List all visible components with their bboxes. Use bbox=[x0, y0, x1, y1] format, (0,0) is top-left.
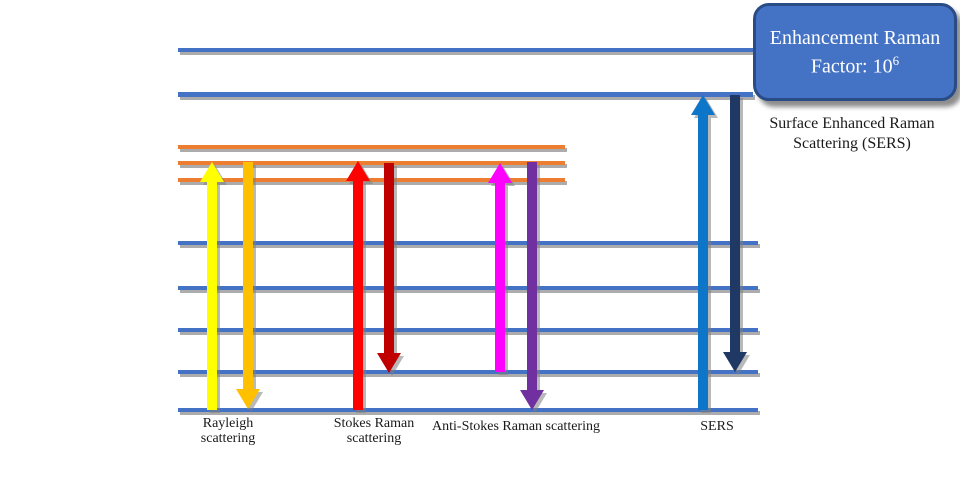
enhancement-callout: Enhancement Raman Factor: 106 bbox=[753, 3, 957, 101]
vibrational-state-3-line bbox=[178, 286, 758, 290]
stokes-emission-arrow-head bbox=[377, 353, 401, 373]
enhancement-callout-line2: Factor: 106 bbox=[810, 52, 900, 78]
stokes-excitation-arrow-shaft bbox=[353, 179, 363, 410]
sers-emission-arrow bbox=[723, 95, 747, 372]
rayleigh-emission-arrow bbox=[236, 162, 260, 409]
sers-excitation-arrow-head bbox=[691, 95, 715, 115]
vibrational-state-4-line bbox=[178, 241, 758, 245]
antistokes-excitation-arrow-shaft bbox=[495, 181, 505, 372]
rayleigh-excitation-arrow-shaft bbox=[207, 180, 217, 410]
rayleigh-excitation-arrow-head bbox=[200, 162, 224, 182]
rayleigh-excitation-arrow bbox=[200, 162, 224, 410]
antistokes-excitation-arrow-head bbox=[488, 163, 512, 183]
excited-electronic-state-lower-line bbox=[178, 91, 753, 97]
process-label-line: Anti-Stokes Raman scattering bbox=[432, 419, 600, 434]
sers-annotation-line: Surface Enhanced Raman bbox=[769, 115, 935, 132]
sers-annotation-line: Scattering (SERS) bbox=[793, 135, 911, 152]
vibrational-state-2-line bbox=[178, 328, 758, 332]
sers-excitation-arrow bbox=[691, 95, 715, 410]
rayleigh-emission-arrow-shaft bbox=[243, 162, 253, 391]
ground-state-line bbox=[178, 408, 758, 412]
antistokes-excitation-arrow bbox=[488, 163, 512, 372]
sers-excitation-arrow-shaft bbox=[698, 113, 708, 410]
process-label-line: scattering bbox=[346, 431, 402, 447]
process-label-line: Rayleigh bbox=[202, 416, 254, 431]
stokes-excitation-arrow bbox=[346, 161, 370, 410]
excited-electronic-state-upper-line bbox=[178, 48, 753, 52]
process-label: SERS bbox=[700, 419, 733, 434]
enhancement-callout-line1: Enhancement Raman bbox=[769, 26, 941, 49]
antistokes-emission-arrow bbox=[520, 162, 544, 410]
sers-emission-arrow-shaft bbox=[730, 95, 740, 354]
stokes-emission-arrow bbox=[377, 163, 401, 373]
sers-emission-arrow-head bbox=[723, 352, 747, 372]
process-label: Anti-Stokes Raman scattering bbox=[432, 419, 600, 434]
vibrational-state-1-line bbox=[178, 370, 758, 374]
process-label-line: scattering bbox=[200, 431, 256, 447]
virtual-state-3-line bbox=[178, 145, 565, 149]
enhancement-exponent: 6 bbox=[892, 52, 900, 68]
antistokes-emission-arrow-head bbox=[520, 390, 544, 410]
antistokes-emission-arrow-shaft bbox=[527, 162, 537, 392]
process-label-line: SERS bbox=[700, 419, 734, 434]
stokes-emission-arrow-shaft bbox=[384, 163, 394, 355]
rayleigh-emission-arrow-head bbox=[236, 389, 260, 409]
stokes-excitation-arrow-head bbox=[346, 161, 370, 181]
virtual-state-1-line bbox=[178, 178, 565, 182]
virtual-state-2-line bbox=[178, 161, 565, 165]
process-label-line: Stokes Raman bbox=[333, 416, 415, 431]
